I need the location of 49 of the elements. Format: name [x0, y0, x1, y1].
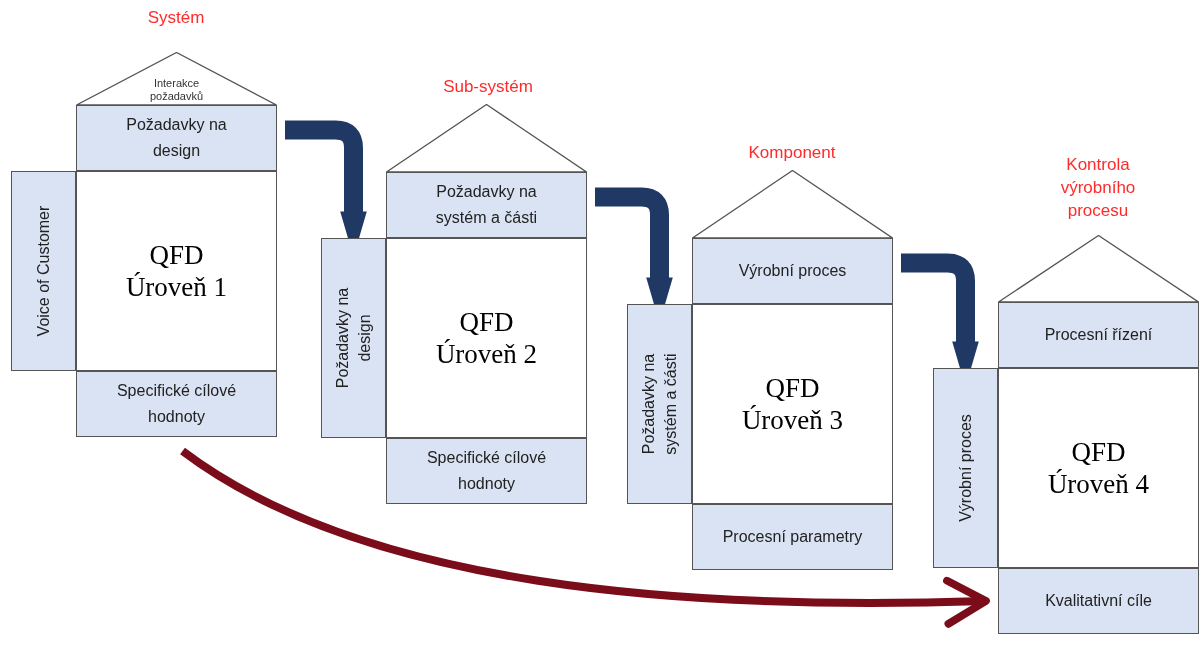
level-title: Komponent [747, 142, 837, 164]
matrix-title: Úroveň 2 [435, 338, 538, 370]
header-box [692, 238, 893, 304]
side-label: Voice of Customer [33, 204, 53, 339]
roof-triangle [692, 170, 893, 238]
header-box [76, 105, 277, 171]
matrix-box [386, 238, 587, 438]
arrow [901, 253, 979, 370]
box-label: Požadavky na design [125, 115, 228, 161]
footer-box [76, 371, 277, 437]
matrix-title: QFD [765, 372, 820, 404]
side-box [321, 238, 386, 438]
box-label: Procesní parametry [722, 527, 863, 547]
box-label: Procesní řízení [1044, 325, 1153, 345]
matrix-box [998, 368, 1199, 568]
box-label: Požadavky na systém a části [434, 182, 539, 228]
roof-triangle [76, 52, 277, 105]
arrow [285, 120, 367, 240]
box-label: Výrobní proces [738, 261, 847, 281]
matrix-title: Úroveň 3 [741, 404, 844, 436]
matrix-title: Úroveň 4 [1047, 468, 1150, 500]
level-title: Sub-systém [442, 76, 534, 98]
matrix-title: QFD [149, 239, 204, 271]
header-box [998, 302, 1199, 368]
matrix-title: QFD [459, 306, 514, 338]
box-label: Specifické cílové hodnoty [115, 381, 238, 427]
side-box [933, 368, 998, 568]
matrix-box [692, 304, 893, 504]
roof-label: Interakce požadavků [148, 77, 205, 103]
matrix-title: Úroveň 1 [125, 271, 228, 303]
side-box [11, 171, 76, 371]
roof-triangle [386, 104, 587, 172]
arrow [595, 187, 673, 306]
level-title: Systém [146, 7, 206, 29]
roof-triangle [998, 235, 1199, 302]
side-label: Požadavky na design [332, 286, 374, 391]
footer-box [998, 568, 1199, 634]
side-label: Požadavky na systém a části [638, 352, 680, 457]
footer-box [692, 504, 893, 570]
header-box [386, 172, 587, 238]
box-label: Specifické cílové hodnoty [425, 448, 548, 494]
arrow [180, 447, 990, 628]
side-box [627, 304, 692, 504]
box-label: Kvalitativní cíle [1045, 591, 1152, 611]
matrix-title: QFD [1071, 436, 1126, 468]
footer-box [386, 438, 587, 504]
matrix-box [76, 171, 277, 371]
level-title: Kontrola výrobního procesu [1059, 154, 1137, 222]
side-label: Výrobní proces [955, 413, 975, 524]
